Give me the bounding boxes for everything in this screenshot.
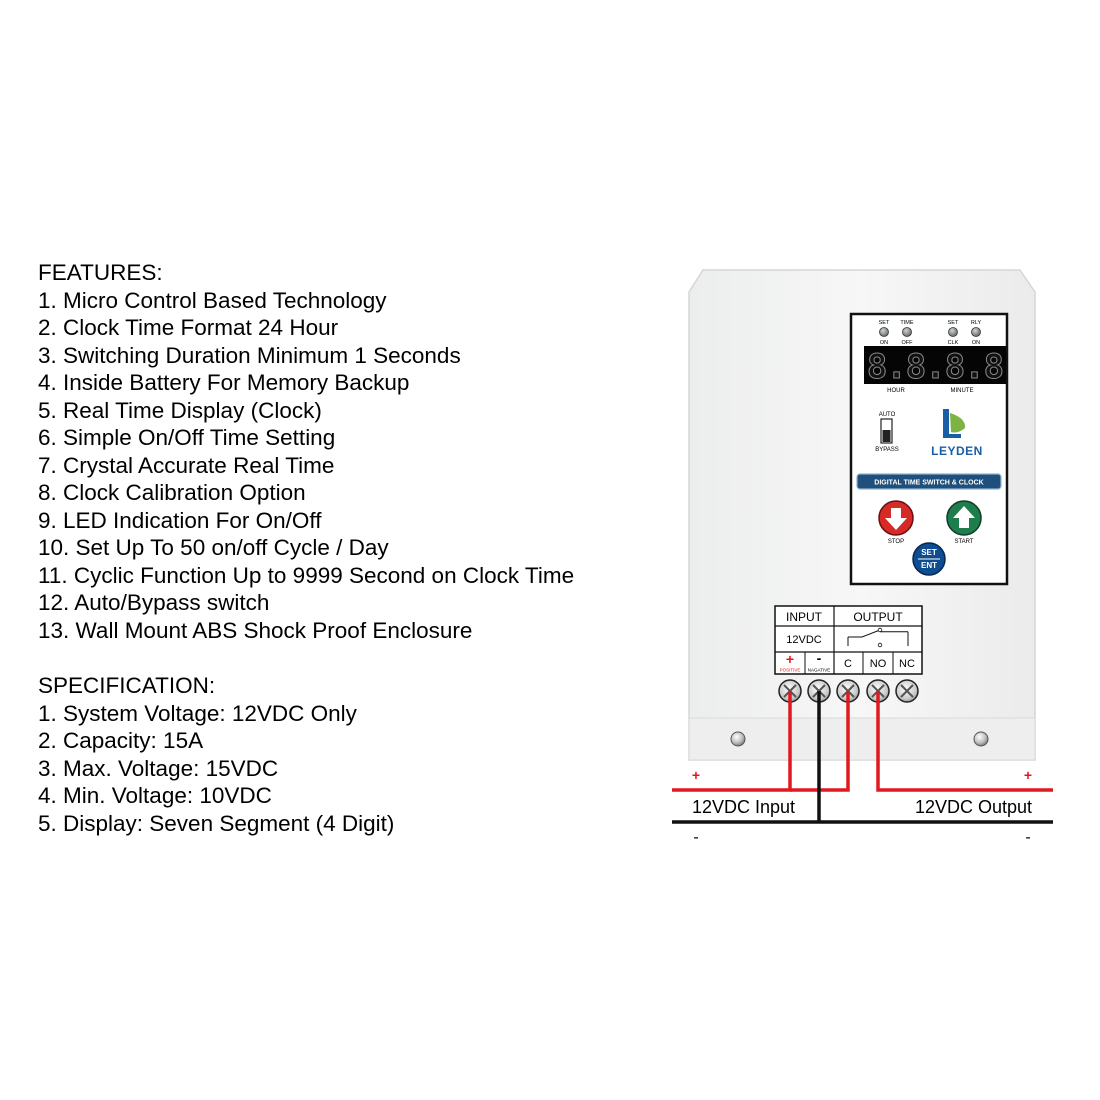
led-label: ON	[880, 340, 888, 346]
led-label: RLY	[971, 320, 982, 326]
led-label: ON	[972, 340, 980, 346]
relay-symbol-icon	[847, 627, 909, 648]
led-indicators: SET ON TIME OFF SET CLK RLY ON	[879, 320, 982, 346]
input-minus-sign: -	[693, 829, 698, 846]
led-label: TIME	[900, 320, 913, 326]
feature-item: 4. Inside Battery For Memory Backup	[38, 370, 410, 395]
set-button-label: SET	[921, 548, 937, 557]
led-rly-on-icon	[971, 327, 981, 337]
feature-item: 7. Crystal Accurate Real Time	[38, 452, 335, 478]
seven-segment-display: 8.8.8.8 HOUR MINUTE	[864, 346, 1006, 394]
feature-item: 9. LED Indication For On/Off	[38, 507, 322, 533]
specification-section: SPECIFICATION: 1. System Voltage: 12VDC …	[38, 672, 658, 837]
feature-item: 13. Wall Mount ABS Shock Proof Enclosure	[38, 617, 473, 643]
terminal-no-label: NO	[870, 658, 887, 670]
spec-item: 4. Min. Voltage: 10VDC	[38, 783, 272, 808]
terminal-c-label: C	[844, 658, 852, 670]
display-label-hour: HOUR	[887, 388, 905, 394]
spec-item: 3. Max. Voltage: 15VDC	[38, 755, 279, 781]
led-set-on-icon	[879, 327, 889, 337]
stop-button[interactable]: STOP	[878, 500, 914, 545]
stop-button-label: STOP	[888, 539, 904, 545]
feature-item: 3. Switching Duration Minimum 1 Seconds	[38, 342, 461, 368]
led-label: SET	[948, 320, 959, 326]
ent-button-label: ENT	[921, 561, 937, 570]
feature-item: 12. Auto/Bypass switch	[38, 590, 270, 615]
terminal-minus-sign: -	[817, 650, 822, 666]
set-enter-button[interactable]: SET ENT	[912, 542, 946, 576]
features-heading: FEATURES:	[38, 260, 163, 285]
wire-no-to-output-positive	[876, 691, 1053, 792]
feature-item: 1. Micro Control Based Technology	[38, 287, 387, 313]
feature-item: 8. Clock Calibration Option	[38, 480, 306, 505]
specification-heading: SPECIFICATION:	[38, 673, 216, 698]
feature-item: 5. Real Time Display (Clock)	[38, 397, 322, 423]
product-label-text: DIGITAL TIME SWITCH & CLOCK	[874, 480, 983, 487]
terminal-negative-label: NAGATIVE	[808, 668, 830, 673]
led-label: SET	[879, 320, 890, 326]
terminal-block-label: INPUT OUTPUT 12VDC + POSITIVE - NAGATIVE…	[774, 605, 923, 675]
display-label-minute: MINUTE	[951, 388, 974, 394]
feature-item: 11. Cyclic Function Up to 9999 Second on…	[38, 562, 575, 588]
mounting-screw-right	[973, 731, 989, 747]
input-header: INPUT	[786, 610, 823, 624]
terminal-nc-label: NC	[899, 658, 915, 670]
feature-item: 2. Clock Time Format 24 Hour	[38, 315, 339, 340]
output-minus-sign: -	[1025, 829, 1030, 846]
brand-logo: LEYDEN	[931, 409, 983, 458]
input-label: 12VDC Input	[692, 797, 795, 817]
wiring: + + 12VDC Input 12VDC Output - -	[672, 691, 1053, 846]
output-label: 12VDC Output	[915, 797, 1032, 817]
terminal-screws	[778, 679, 919, 703]
product-label: DIGITAL TIME SWITCH & CLOCK	[856, 473, 1002, 490]
spec-item: 5. Display: Seven Segment (4 Digit)	[38, 810, 395, 836]
terminal-plus-sign: +	[786, 651, 794, 667]
start-button-label: START	[954, 539, 973, 545]
wire-input-to-common	[790, 691, 850, 792]
switch-label-auto: AUTO	[879, 412, 896, 418]
spec-item: 1. System Voltage: 12VDC Only	[38, 700, 357, 726]
auto-bypass-switch[interactable]: AUTO BYPASS	[875, 412, 899, 453]
features-section: FEATURES: 1. Micro Control Based Technol…	[38, 259, 658, 644]
brand-name: LEYDEN	[931, 444, 983, 458]
arrow-up-icon	[953, 506, 975, 528]
output-plus-sign: +	[1024, 767, 1032, 783]
terminal-positive-label: POSITIVE	[780, 668, 801, 673]
switch-label-bypass: BYPASS	[875, 447, 899, 453]
feature-item: 6. Simple On/Off Time Setting	[38, 425, 336, 450]
mounting-screw-left	[730, 731, 746, 747]
feature-item: 10. Set Up To 50 on/off Cycle / Day	[38, 535, 389, 560]
output-header: OUTPUT	[853, 610, 903, 624]
input-plus-sign: +	[692, 767, 700, 783]
led-label: OFF	[902, 340, 914, 346]
arrow-down-icon	[885, 508, 907, 530]
spec-item: 2. Capacity: 15A	[38, 728, 204, 753]
display-digits: 8.8.8.8	[867, 347, 1003, 387]
terminal-screw-nc	[895, 679, 919, 703]
start-button[interactable]: START	[946, 500, 982, 545]
led-label: CLK	[948, 340, 959, 346]
front-panel: SET ON TIME OFF SET CLK RLY ON 8.8.8.8 H…	[849, 312, 1009, 586]
led-time-off-icon	[902, 327, 912, 337]
input-voltage: 12VDC	[786, 634, 822, 646]
led-set-clk-icon	[948, 327, 958, 337]
